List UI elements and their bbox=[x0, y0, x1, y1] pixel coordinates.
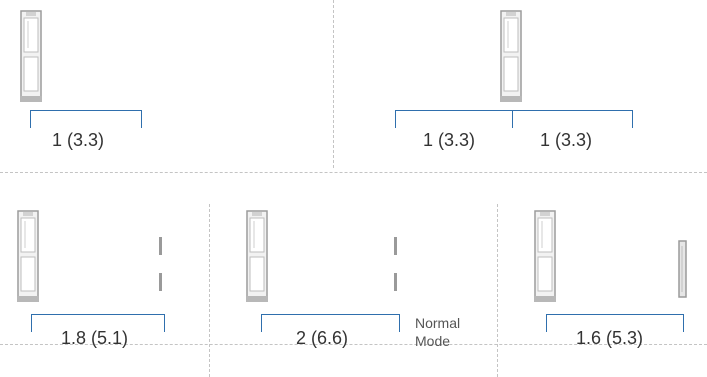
cabinet-icon bbox=[246, 210, 268, 302]
cabinet-icon bbox=[17, 210, 39, 302]
width-label-left: 1 (3.3) bbox=[423, 130, 476, 150]
mode-note: Normal Mode bbox=[415, 314, 460, 350]
width-label: 1 (3.3) bbox=[52, 130, 105, 150]
cabinet-icon bbox=[500, 10, 522, 102]
divider-vertical-top bbox=[333, 0, 334, 168]
width-bracket-bar bbox=[261, 314, 400, 315]
width-bracket bbox=[395, 110, 633, 128]
width-bracket-bar bbox=[546, 314, 684, 315]
width-bracket bbox=[30, 110, 142, 128]
divider-vertical-bottom-left bbox=[209, 204, 210, 377]
width-bracket-bar bbox=[395, 110, 633, 111]
cabinet-icon bbox=[20, 10, 42, 102]
edge-marker bbox=[159, 237, 162, 255]
divider-horizontal-middle bbox=[0, 172, 707, 173]
mode-note-line-1: Normal bbox=[415, 315, 461, 331]
divider-vertical-bottom-right bbox=[497, 204, 498, 377]
mode-note-line-2: Mode bbox=[415, 333, 451, 349]
cabinet-side-icon bbox=[678, 240, 688, 298]
edge-marker bbox=[394, 237, 397, 255]
width-label-right: 1 (3.3) bbox=[540, 130, 593, 150]
width-label: 2 (6.6) bbox=[296, 328, 349, 348]
cabinet-icon bbox=[534, 210, 556, 302]
width-label: 1.6 (5.3) bbox=[576, 328, 644, 348]
width-bracket-bar bbox=[31, 314, 165, 315]
width-bracket-divider bbox=[512, 110, 513, 128]
width-bracket-bar bbox=[30, 110, 142, 111]
width-bracket bbox=[31, 314, 165, 332]
width-label: 1.8 (5.1) bbox=[61, 328, 129, 348]
width-bracket bbox=[546, 314, 684, 332]
width-bracket bbox=[261, 314, 400, 332]
edge-marker bbox=[394, 273, 397, 291]
edge-marker bbox=[159, 273, 162, 291]
divider-horizontal-bottom bbox=[0, 344, 707, 345]
